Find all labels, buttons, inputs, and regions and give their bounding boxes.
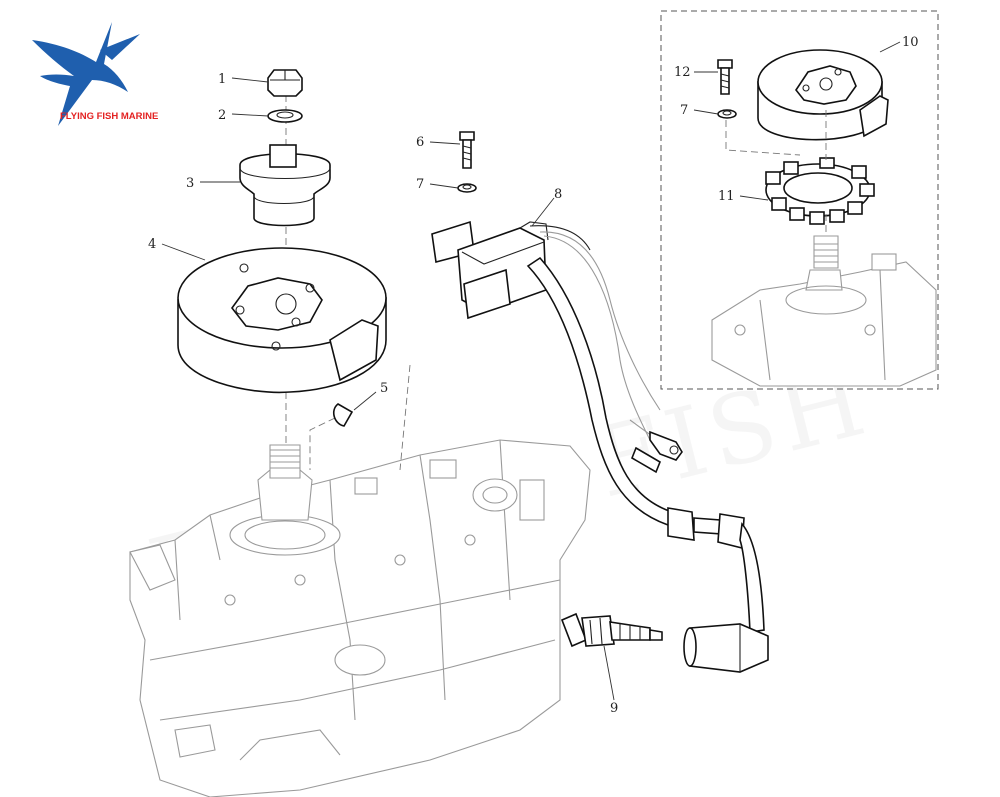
woodruff-key — [332, 403, 354, 427]
fish-logo-icon — [32, 22, 128, 126]
flying-fish-logo: FLYING FISH MARINE — [32, 22, 158, 126]
flywheel — [177, 247, 387, 394]
callout-8: 8 — [554, 187, 562, 202]
callout-2: 2 — [218, 108, 226, 123]
bolt-6 — [459, 131, 475, 169]
callout-7: 7 — [416, 177, 424, 192]
nut — [267, 69, 303, 97]
ground-terminal — [629, 419, 683, 474]
high-tension-lead — [526, 256, 765, 633]
engine-block — [129, 439, 591, 797]
callout-5: 5 — [380, 381, 388, 396]
starter-cup — [239, 144, 331, 227]
callout-3: 3 — [186, 176, 194, 191]
callout-labels: 1 2 3 4 5 6 7 8 9 10 11 12 7 — [148, 35, 919, 716]
inset-frame — [660, 10, 939, 390]
ignition-coil — [431, 220, 661, 441]
callout-10: 10 — [902, 35, 919, 50]
spark-plug-cap — [683, 623, 769, 673]
callout-4: 4 — [148, 237, 156, 252]
callout-6: 6 — [416, 135, 424, 150]
washer-7 — [457, 183, 477, 193]
stator-11 — [765, 157, 875, 225]
callout-9: 9 — [610, 701, 618, 716]
brand-name: FLYING FISH MARINE — [60, 111, 158, 122]
callout-11: 11 — [718, 189, 735, 204]
washer-7-inset — [717, 109, 737, 119]
bolt-12 — [717, 59, 733, 95]
callout-12: 12 — [674, 65, 691, 80]
callout-1: 1 — [218, 72, 226, 87]
rotor-10 — [757, 49, 889, 141]
callout-leaders — [161, 41, 901, 701]
inset-engine-top — [711, 235, 937, 387]
washer — [267, 109, 303, 123]
spark-plug — [560, 612, 663, 648]
crankshaft — [257, 444, 313, 521]
callout-7-inset: 7 — [680, 103, 688, 118]
